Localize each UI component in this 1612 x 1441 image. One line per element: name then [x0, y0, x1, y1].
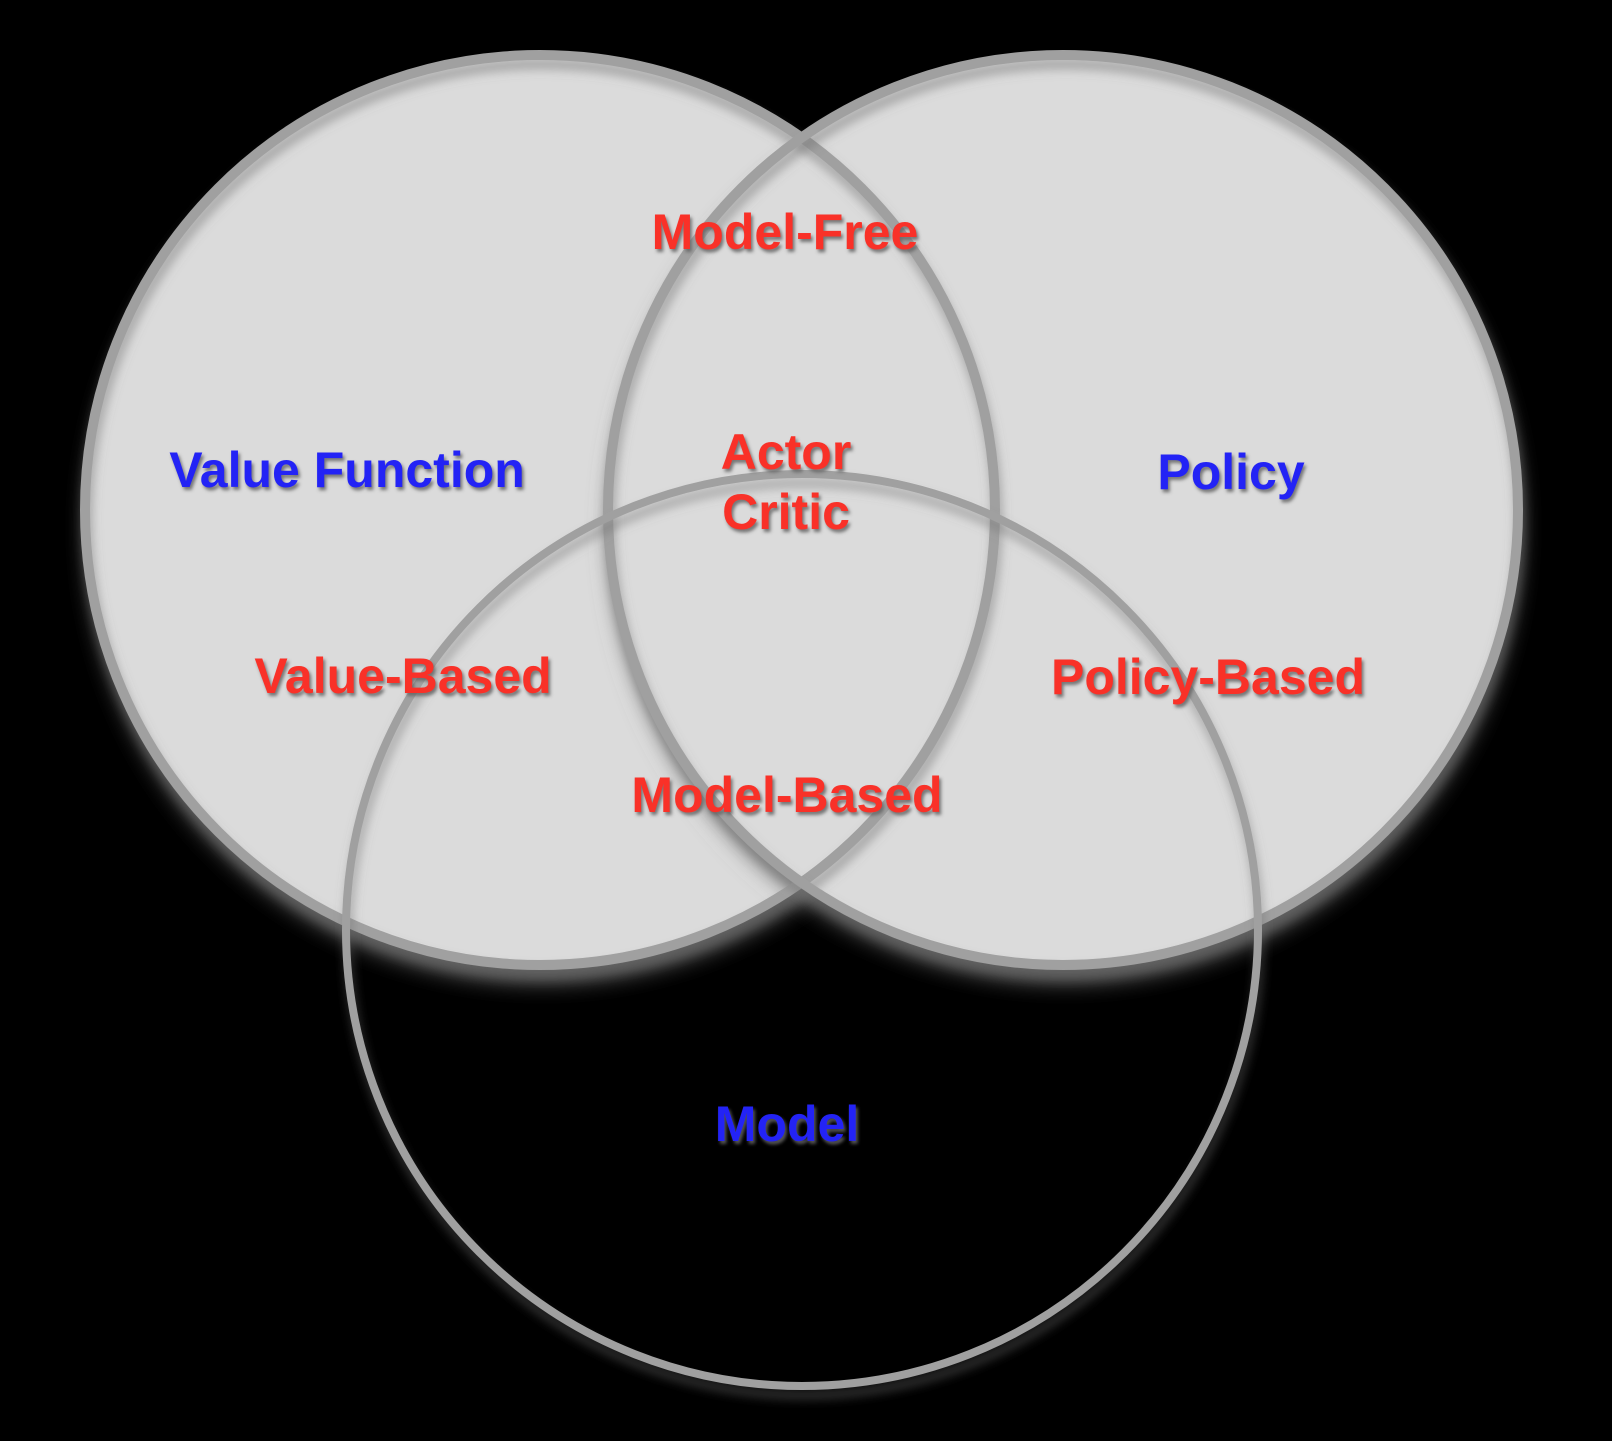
- label-actor-critic: Actor Critic: [720, 424, 852, 540]
- label-value-function: Value Function: [169, 442, 525, 498]
- value-function-circle-outline: [80, 50, 1000, 970]
- policy-circle-fill: [608, 55, 1518, 965]
- label-model-based: Model-Based: [631, 767, 943, 823]
- label-model-free: Model-Free: [651, 204, 919, 260]
- label-policy-based: Policy-Based: [1050, 649, 1366, 705]
- policy-circle-outline: [603, 50, 1523, 970]
- label-model: Model: [714, 1096, 860, 1152]
- model-circle-outline: [342, 470, 1262, 1390]
- label-policy: Policy: [1157, 444, 1305, 500]
- label-value-based: Value-Based: [254, 648, 552, 704]
